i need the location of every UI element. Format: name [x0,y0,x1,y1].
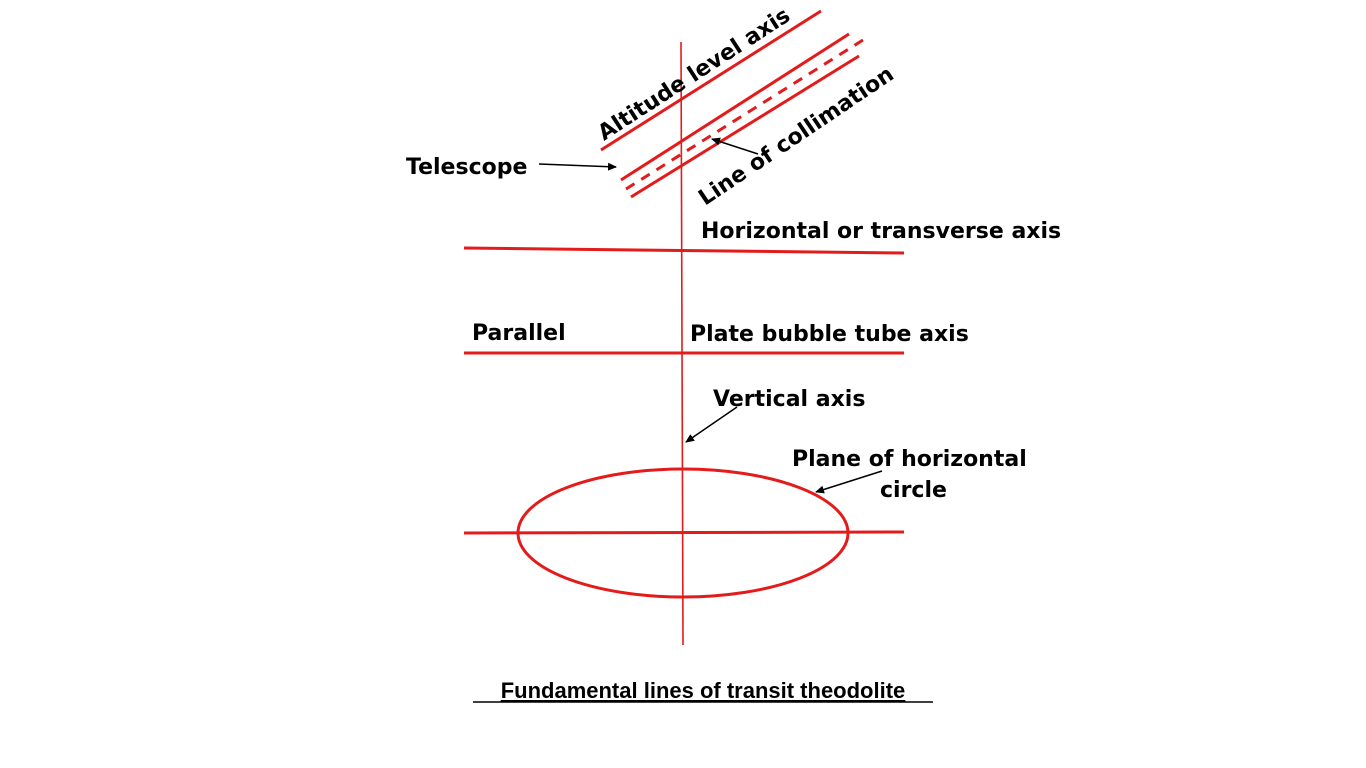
plate-bubble-tube-axis-label: Plate bubble tube axis [690,322,969,347]
telescope-lower-line [630,54,860,199]
horizontal-circle-arrow [815,470,883,494]
horizontal-axis-line [463,246,905,255]
horizontal-circle-diameter-line [463,530,905,535]
altitude-level-axis-line [600,9,822,152]
altitude-level-axis-label: Altitude level axis [594,3,795,146]
vertical-axis-arrow [685,406,738,443]
line-of-collimation-label: Line of collimation [694,62,898,211]
telescope-label: Telescope [406,155,527,180]
vertical-axis-line [680,41,684,646]
collimation-arrow [711,137,759,155]
horizontal-axis-label: Horizontal or transverse axis [701,219,1061,244]
telescope-upper-line [620,32,850,182]
circle-label: circle [880,478,947,503]
vertical-axis-label: Vertical axis [713,387,865,412]
telescope-arrow [538,162,617,171]
plane-of-horizontal-label: Plane of horizontal [792,447,1027,472]
diagram-caption: Fundamental lines of transit theodolite [501,678,906,703]
parallel-label: Parallel [472,321,566,346]
